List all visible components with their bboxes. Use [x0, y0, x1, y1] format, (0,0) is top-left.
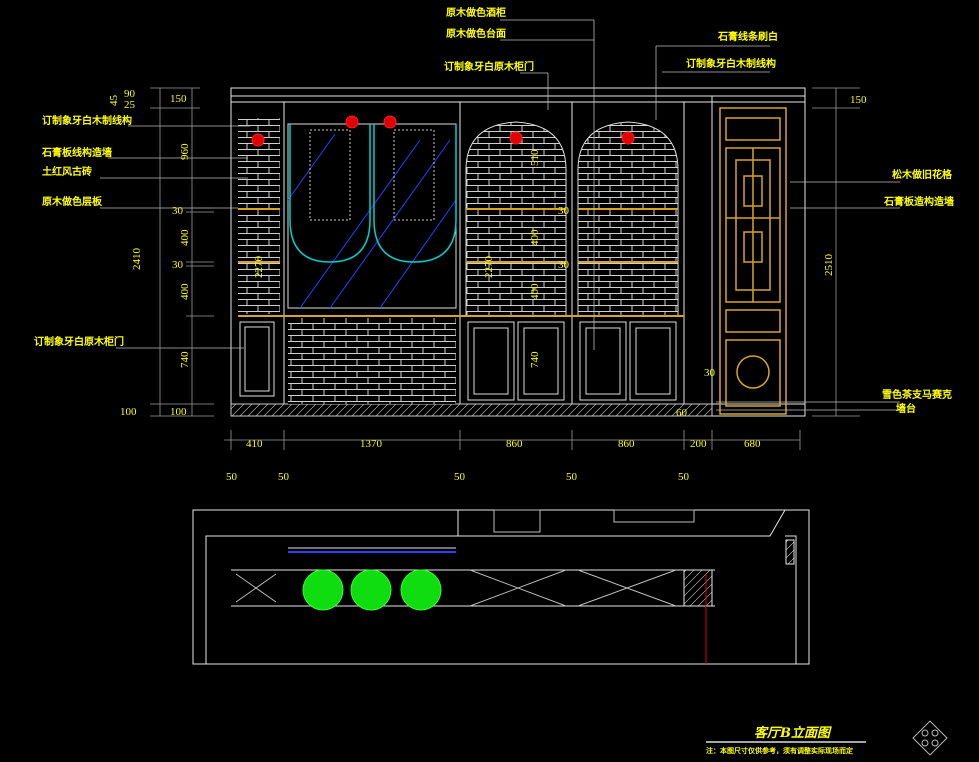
glass-wine-rack [287, 123, 457, 309]
dim-inner-1: 2270 [253, 256, 265, 279]
dim-left-small-1: 90 [124, 88, 136, 100]
callout-labels: 原木做色酒柜 原木做色台面 订制象牙白原木柜门 石膏线条刷白 订制象牙白木制线构… [34, 6, 954, 415]
brick-wall-center-bottom [288, 318, 456, 404]
brick-arch-2 [577, 121, 679, 317]
dim-left-total: 2410 [131, 248, 143, 271]
dim-left-base: 100 [120, 406, 137, 418]
lattice-column [719, 107, 787, 415]
callout-right-4: 墙台 [896, 402, 916, 415]
dim-left-1: 150 [170, 93, 187, 105]
dim-inner-2: 510 [529, 149, 541, 166]
dim-left-4: 400 [179, 229, 191, 246]
callout-right-1: 松木做旧花格 [892, 168, 953, 181]
dim-left-5: 30 [172, 259, 184, 271]
dim-bottom-4: 860 [618, 438, 635, 450]
pendant-lamp-icons [251, 115, 635, 147]
dim-left-6: 400 [179, 283, 191, 300]
callout-right-2: 石膏板造构造墙 [883, 195, 954, 208]
callout-top-2: 原木做色台面 [446, 27, 506, 40]
dim-bottom-5: 200 [690, 438, 707, 450]
wood-shelves [238, 208, 684, 317]
dim-gap-3: 50 [454, 471, 466, 483]
dim-gap-2: 50 [278, 471, 290, 483]
dim-gap-5: 50 [678, 471, 690, 483]
dimension-labels-inner: 2270 510 30 400 30 400 740 2270 30 60 [253, 149, 716, 419]
callout-top-right-2: 订制象牙白木制线构 [686, 57, 776, 70]
drawing-title: 客厅B立面图 [754, 725, 832, 741]
dim-right-2: 2510 [823, 254, 835, 277]
logo-icon [912, 720, 948, 756]
dim-inner-3: 30 [558, 205, 570, 217]
dim-gap-1: 50 [226, 471, 238, 483]
callout-left-2: 石膏板线构造墙 [41, 146, 112, 159]
dim-inner-4: 400 [529, 229, 541, 246]
dim-inner-5: 30 [558, 259, 570, 271]
dim-bottom-2: 1370 [360, 438, 383, 450]
plan-view [192, 509, 810, 665]
callout-top-3: 订制象牙白原木柜门 [444, 60, 534, 73]
dim-left-2: 960 [179, 143, 191, 160]
plant-icons [302, 569, 442, 611]
dimension-labels-left: 2410 90 25 45 150 960 30 400 30 400 740 … [108, 88, 191, 418]
dim-left-8: 100 [170, 406, 187, 418]
dim-inner-10: 60 [676, 407, 688, 419]
drawing-note: 注：本图尺寸仅供参考，须有调整实际现场而定 [706, 746, 853, 755]
brick-arch-1 [465, 121, 567, 317]
skirting-base [230, 403, 713, 417]
callout-left-1: 订制象牙白木制线构 [42, 114, 132, 127]
callout-top-right-1: 石膏线条刷白 [717, 30, 778, 43]
dimension-labels-bottom: 410 1370 860 860 200 680 50 50 50 50 50 [226, 438, 761, 483]
dim-bottom-3: 860 [506, 438, 523, 450]
dim-left-3: 30 [172, 205, 184, 217]
callout-right-3: 雪色茶支马赛克 [882, 388, 952, 401]
dim-right-1: 150 [850, 94, 867, 106]
dim-inner-7: 740 [529, 351, 541, 368]
dim-left-small-3: 45 [108, 95, 120, 107]
dimension-labels-right: 150 2510 [823, 94, 867, 276]
callout-left-5: 订制象牙白原木柜门 [34, 335, 124, 348]
brick-wall-left [238, 118, 280, 314]
dim-inner-6: 400 [529, 283, 541, 300]
dim-bottom-1: 410 [246, 438, 263, 450]
dim-left-small-2: 25 [124, 99, 136, 111]
cabinet-doors [239, 321, 677, 401]
dimension-lines [150, 87, 860, 450]
dim-left-7: 740 [179, 351, 191, 368]
dim-gap-4: 50 [566, 471, 578, 483]
dim-inner-8: 2270 [483, 256, 495, 279]
callout-left-3: 土红风古砖 [42, 165, 92, 178]
callout-left-4: 原木做色层板 [42, 195, 103, 208]
callout-top-1: 原木做色酒柜 [446, 6, 506, 19]
dim-bottom-6: 680 [744, 438, 761, 450]
dim-inner-9: 30 [704, 367, 716, 379]
callout-lines [100, 19, 900, 411]
